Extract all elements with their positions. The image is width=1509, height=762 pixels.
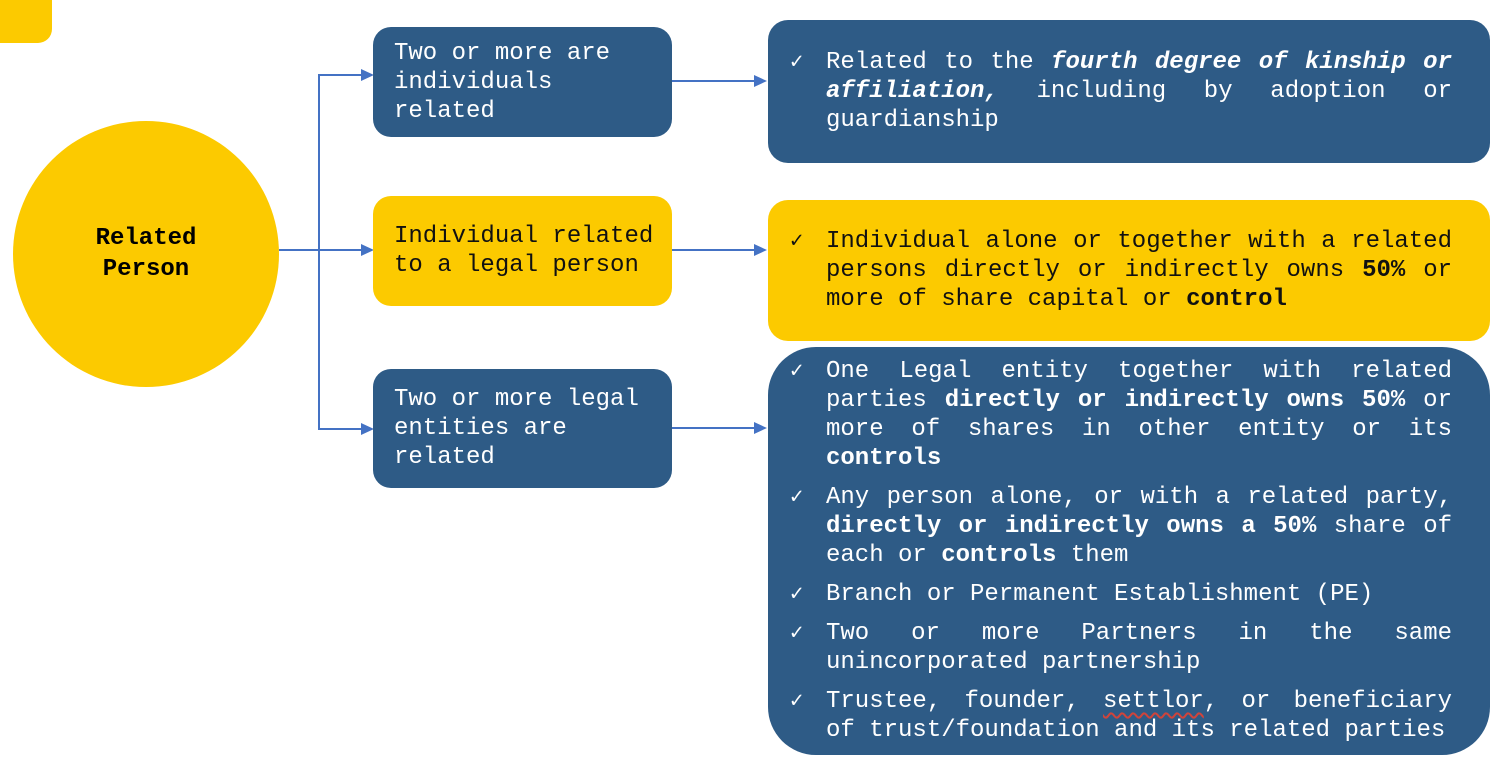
root-label: Related Person xyxy=(95,225,197,283)
connector-outcome2-line xyxy=(672,249,754,251)
bullet-item: ✓ Two or more Partners in the same uninc… xyxy=(768,619,1452,677)
outcome-node-entity-relations: ✓ One Legal entity together with related… xyxy=(768,347,1490,755)
root-node: Related Person xyxy=(13,121,279,387)
checkmark-icon: ✓ xyxy=(790,485,804,510)
bullet-text: Trustee, founder, settlor, or beneficiar… xyxy=(826,688,1452,744)
bullet-item: ✓ One Legal entity together with related… xyxy=(768,357,1452,473)
bullet-list: ✓ One Legal entity together with related… xyxy=(768,357,1452,745)
bullet-text: Branch or Permanent Establishment (PE) xyxy=(826,581,1374,608)
checkmark-icon: ✓ xyxy=(790,582,804,607)
bullet-text: Related to the fourth degree of kinship … xyxy=(826,49,1452,134)
checkmark-icon: ✓ xyxy=(790,689,804,714)
connector-branch-vertical xyxy=(318,74,320,430)
condition-label: Individual related to a legal person xyxy=(394,223,654,279)
bullet-item: ✓ Any person alone, or with a related pa… xyxy=(768,483,1452,570)
arrowhead-outcome3-icon xyxy=(754,422,767,434)
arrowhead-branch1-icon xyxy=(361,69,374,81)
condition-node-individual-legal-person: Individual related to a legal person xyxy=(373,196,672,306)
condition-label: Two or more legal entities are related xyxy=(394,386,639,471)
condition-node-legal-entities: Two or more legal entities are related xyxy=(373,369,672,488)
checkmark-icon: ✓ xyxy=(790,229,804,254)
arrowhead-outcome2-icon xyxy=(754,244,767,256)
bullet-item: ✓ Branch or Permanent Establishment (PE) xyxy=(768,580,1452,609)
checkmark-icon: ✓ xyxy=(790,359,804,384)
checkmark-icon: ✓ xyxy=(790,621,804,646)
outcome-node-kinship: ✓ Related to the fourth degree of kinshi… xyxy=(768,20,1490,163)
corner-accent xyxy=(0,0,52,43)
bullet-item: ✓ Trustee, founder, settlor, or benefici… xyxy=(768,687,1452,745)
arrowhead-branch2-icon xyxy=(361,244,374,256)
bullet-text: One Legal entity together with related p… xyxy=(826,358,1452,472)
arrowhead-branch3-icon xyxy=(361,423,374,435)
connector-root-line xyxy=(279,249,361,251)
connector-branch1-line xyxy=(319,74,361,76)
condition-label: Two or more are individuals related xyxy=(394,39,611,125)
outcome-node-individual-ownership: ✓ Individual alone or together with a re… xyxy=(768,200,1490,341)
bullet-item: ✓ Related to the fourth degree of kinshi… xyxy=(768,48,1452,135)
bullet-item: ✓ Individual alone or together with a re… xyxy=(768,227,1452,314)
bullet-text: Individual alone or together with a rela… xyxy=(826,228,1453,313)
bullet-text: Any person alone, or with a related part… xyxy=(826,484,1453,569)
connector-outcome1-line xyxy=(672,80,754,82)
arrowhead-outcome1-icon xyxy=(754,75,767,87)
bullet-text: Two or more Partners in the same unincor… xyxy=(826,620,1452,676)
bullet-list: ✓ Individual alone or together with a re… xyxy=(768,227,1452,314)
connector-outcome3-line xyxy=(672,427,754,429)
bullet-list: ✓ Related to the fourth degree of kinshi… xyxy=(768,48,1452,135)
condition-node-individuals: Two or more are individuals related xyxy=(373,27,672,137)
checkmark-icon: ✓ xyxy=(790,50,804,75)
connector-branch3-line xyxy=(319,428,361,430)
